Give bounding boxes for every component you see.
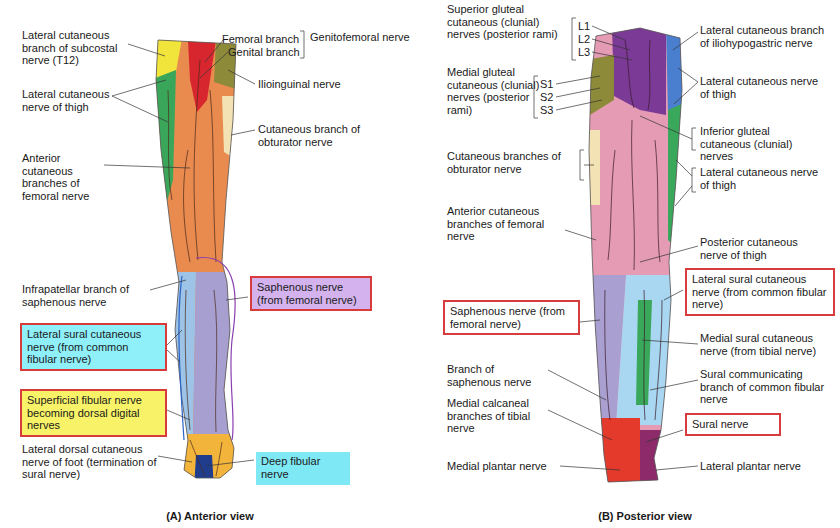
- nerve-label: Superior gluteal cutaneous (clunial) ner…: [447, 3, 565, 41]
- nerve-label: S3: [540, 104, 556, 117]
- nerve-label: S2: [540, 91, 556, 104]
- view-caption: (A) Anterior view: [150, 510, 270, 523]
- nerve-label: Sural communicating branch of common fib…: [700, 368, 830, 406]
- nerve-label: Superficial fibular nerve becoming dorsa…: [27, 394, 160, 432]
- highlight-label: Deep fibular nerve: [256, 452, 350, 485]
- nerve-label: Branch of saphenous nerve: [447, 363, 547, 388]
- nerve-label: Lateral dorsal cutaneous nerve of foot (…: [22, 443, 158, 481]
- nerve-label: S1: [540, 78, 556, 91]
- posterior-leg: [580, 20, 690, 490]
- nerve-label: Medial sural cutaneous nerve (from tibia…: [700, 332, 835, 357]
- nerve-label: Saphenous nerve (from femoral nerve): [257, 281, 365, 306]
- nerve-label: Lateral sural cutaneous nerve (from comm…: [692, 273, 828, 311]
- nerve-label: Lateral cutaneous branch of subcostal ne…: [22, 29, 130, 67]
- nerve-label: Posterior cutaneous nerve of thigh: [700, 236, 820, 261]
- nerve-label: Sural nerve: [692, 418, 774, 431]
- nerve-label: L1: [578, 20, 594, 33]
- nerve-label: Saphenous nerve (from femoral nerve): [450, 305, 573, 330]
- nerve-label: Lateral cutaneous nerve of thigh: [700, 166, 820, 191]
- nerve-label: Genital branch: [228, 46, 308, 59]
- nerve-label: Medial plantar nerve: [447, 460, 562, 473]
- nerve-label: Genitofemoral nerve: [310, 31, 410, 44]
- nerve-label: Cutaneous branches of obturator nerve: [447, 150, 579, 175]
- callout-box: Saphenous nerve (from femoral nerve): [443, 300, 580, 335]
- callout-box: Lateral sural cutaneous nerve (from comm…: [685, 268, 835, 316]
- callout-box: Lateral sural cutaneous nerve (from comm…: [20, 323, 167, 371]
- nerve-label: Medial gluteal cutaneous (clunial) nerve…: [447, 66, 555, 116]
- nerve-label: Cutaneous branch of obturator nerve: [258, 123, 378, 148]
- nerve-label: Medial calcaneal branches of tibial nerv…: [447, 397, 547, 435]
- callout-box: Saphenous nerve (from femoral nerve): [250, 276, 372, 311]
- view-caption: (B) Posterior view: [580, 510, 710, 523]
- callout-box: Sural nerve: [685, 413, 781, 436]
- nerve-label: L2: [578, 33, 594, 46]
- nerve-label: Femoral branch: [222, 33, 302, 46]
- nerve-label: Lateral plantar nerve: [700, 460, 820, 473]
- nerve-label: Inferior gluteal cutaneous (clunial) ner…: [700, 125, 820, 163]
- nerve-label: Lateral cutaneous nerve of thigh: [22, 88, 114, 113]
- nerve-label: Anterior cutaneous branches of femoral n…: [22, 152, 106, 202]
- callout-box: Superficial fibular nerve becoming dorsa…: [20, 389, 167, 437]
- nerve-label: Lateral sural cutaneous nerve (from comm…: [27, 328, 160, 366]
- nerve-label: Lateral cutaneous nerve of thigh: [700, 75, 820, 100]
- nerve-label: Lateral cutaneous branch of iliohypogast…: [700, 24, 830, 49]
- nerve-label: Anterior cutaneous branches of femoral n…: [447, 205, 565, 243]
- leader-lines: [104, 18, 698, 470]
- nerve-label: Infrapatellar branch of saphenous nerve: [22, 283, 150, 308]
- nerve-label: L3: [578, 46, 594, 59]
- nerve-label: Deep fibular nerve: [261, 455, 345, 480]
- nerve-label: Ilioinguinal nerve: [258, 78, 358, 91]
